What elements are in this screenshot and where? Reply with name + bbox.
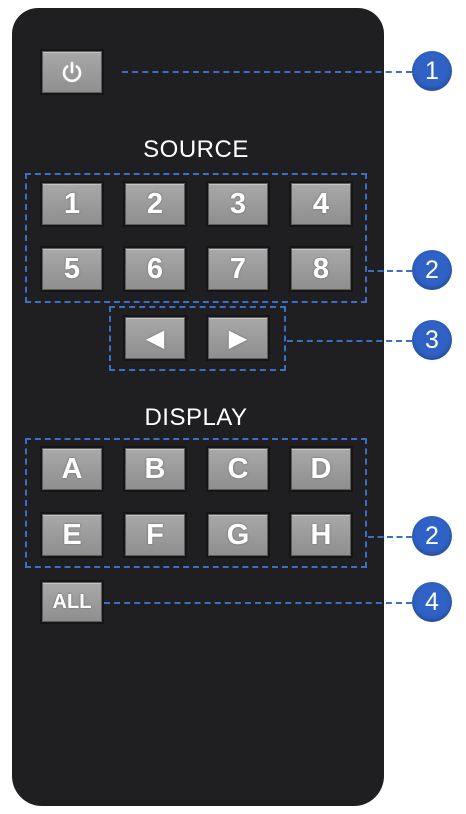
source-title: SOURCE bbox=[143, 136, 249, 163]
all-button[interactable]: ALL bbox=[42, 582, 102, 622]
source-key-5[interactable]: 5 bbox=[42, 248, 102, 290]
remote-control-body bbox=[12, 8, 384, 806]
source-key-6[interactable]: 6 bbox=[125, 248, 185, 290]
power-icon bbox=[62, 61, 82, 83]
source-key-2[interactable]: 2 bbox=[125, 183, 185, 225]
display-key-a[interactable]: A bbox=[42, 448, 102, 490]
display-key-e[interactable]: E bbox=[42, 514, 102, 556]
leader-line-4 bbox=[104, 602, 412, 604]
callout-marker-1: 1 bbox=[412, 51, 452, 91]
leader-line-3 bbox=[287, 340, 412, 342]
leader-line-2-source bbox=[368, 270, 412, 272]
callout-marker-3: 3 bbox=[412, 320, 452, 360]
display-key-d[interactable]: D bbox=[291, 448, 351, 490]
previous-arrow-button[interactable]: ◀ bbox=[125, 317, 185, 359]
display-key-b[interactable]: B bbox=[125, 448, 185, 490]
source-key-7[interactable]: 7 bbox=[208, 248, 268, 290]
display-key-f[interactable]: F bbox=[125, 514, 185, 556]
callout-marker-4: 4 bbox=[412, 582, 452, 622]
source-key-1[interactable]: 1 bbox=[42, 183, 102, 225]
display-key-g[interactable]: G bbox=[208, 514, 268, 556]
source-key-3[interactable]: 3 bbox=[208, 183, 268, 225]
display-key-h[interactable]: H bbox=[291, 514, 351, 556]
next-arrow-button[interactable]: ▶ bbox=[208, 317, 268, 359]
source-group-outline bbox=[25, 173, 367, 303]
callout-marker-2-source: 2 bbox=[412, 250, 452, 290]
display-group-outline bbox=[25, 438, 367, 568]
arrow-group-outline bbox=[109, 306, 286, 371]
source-key-8[interactable]: 8 bbox=[291, 248, 351, 290]
leader-line-2-display bbox=[368, 536, 412, 538]
source-key-4[interactable]: 4 bbox=[291, 183, 351, 225]
display-title: DISPLAY bbox=[144, 404, 248, 431]
callout-marker-2-display: 2 bbox=[412, 516, 452, 556]
display-key-c[interactable]: C bbox=[208, 448, 268, 490]
power-button[interactable] bbox=[42, 51, 102, 93]
leader-line-1 bbox=[122, 71, 412, 73]
